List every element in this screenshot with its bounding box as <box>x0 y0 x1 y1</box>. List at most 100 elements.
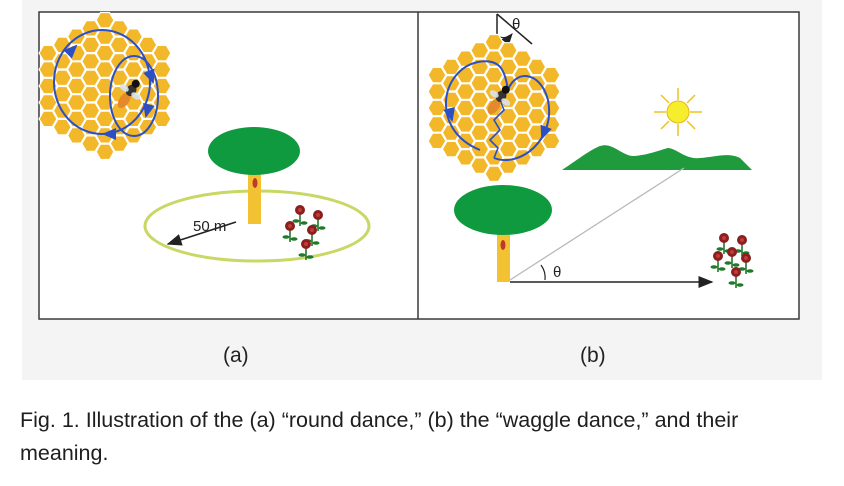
honeycomb-cell <box>95 61 115 78</box>
honeycomb-cell <box>441 140 461 158</box>
honeycomb-cell <box>66 44 87 62</box>
honeycomb-cell <box>95 11 115 29</box>
bee-icon <box>117 79 141 109</box>
tree-icon <box>208 127 300 224</box>
honeycomb-cell <box>427 83 447 100</box>
honeycomb-cell <box>470 107 490 125</box>
honeycomb-cell <box>95 110 115 128</box>
flower-cluster <box>282 205 326 260</box>
honeycomb-cell <box>470 91 490 109</box>
honeycomb-icon <box>427 33 561 183</box>
honeycomb-cell <box>123 61 144 78</box>
flower-cluster <box>710 233 754 288</box>
honeycomb-cell <box>81 135 101 152</box>
honeycomb-cell <box>512 132 533 150</box>
honeycomb-cell <box>52 85 72 103</box>
honeycomb-cell <box>512 66 533 84</box>
honeycomb-cell <box>527 75 547 92</box>
honeycomb-cell <box>152 61 172 78</box>
flower-icon <box>292 205 308 226</box>
figure-caption: Fig. 1. Illustration of the (a) “round d… <box>20 408 739 465</box>
honeycomb-cell <box>455 99 476 117</box>
honeycomb-cell <box>470 42 490 59</box>
honeycomb-cell <box>81 36 101 54</box>
flower-icon <box>282 221 298 242</box>
honeycomb-cell <box>66 110 87 128</box>
flower-icon <box>728 267 744 288</box>
honeycomb-cell <box>455 50 476 67</box>
honeycomb-cell <box>498 157 518 174</box>
panel-a: 50 m <box>38 11 371 263</box>
honeycomb-cell <box>66 94 87 111</box>
panel-b: θ <box>427 13 754 288</box>
honeycomb-cell <box>81 53 101 70</box>
honeycomb-cell <box>455 66 476 84</box>
honeycomb-cell <box>498 58 518 76</box>
honeycomb-cell <box>38 110 58 128</box>
honeycomb-cell <box>152 44 172 62</box>
honeycomb-cell <box>527 91 547 109</box>
honeycomb-cell <box>498 124 518 141</box>
honeycomb-cell <box>455 83 476 100</box>
honeycomb-cell <box>138 118 158 136</box>
honeycomb-cell <box>527 107 547 125</box>
honeycomb-cell <box>38 44 58 62</box>
honeycomb-cell <box>152 94 172 111</box>
honeycomb-cell <box>470 75 490 92</box>
honeycomb-cell <box>512 83 533 100</box>
honeycomb-cell <box>95 28 115 45</box>
honeycomb-cell <box>484 66 504 84</box>
honeycomb-cell <box>66 77 87 95</box>
angle-symbol-bottom: θ <box>553 264 561 281</box>
honeycomb-cell <box>541 99 561 117</box>
honeycomb-cell <box>38 77 58 95</box>
honeycomb-cell <box>498 107 518 125</box>
sun-direction-line <box>509 167 685 281</box>
honeycomb-cell <box>95 143 115 161</box>
honeycomb-cell <box>455 149 476 166</box>
honeycomb-cell <box>38 94 58 111</box>
flower-icon <box>710 251 726 272</box>
honeycomb-cell <box>484 50 504 67</box>
honeycomb-cell <box>541 66 561 84</box>
honeycomb-cell <box>541 132 561 150</box>
honeycomb-cell <box>470 124 490 141</box>
honeycomb-cell <box>441 124 461 141</box>
honeycomb-cell <box>138 36 158 54</box>
honeycomb-cell <box>512 99 533 117</box>
honeycomb-cell <box>109 53 129 70</box>
hills-icon <box>562 145 752 170</box>
honeycomb-cell <box>527 58 547 76</box>
angle-symbol-top: θ <box>512 16 520 33</box>
honeycomb-cell <box>52 118 72 136</box>
honeycomb-cell <box>455 116 476 133</box>
flower-icon <box>716 233 732 254</box>
honeycomb-cell <box>427 66 447 84</box>
honeycomb-cell <box>427 116 447 133</box>
honeycomb-cell <box>109 135 129 152</box>
honeycomb-cell <box>81 102 101 119</box>
flower-icon <box>298 239 314 260</box>
honeycomb-cell <box>38 61 58 78</box>
honeycomb-cell <box>66 127 87 144</box>
waggle-direction-line <box>496 13 533 45</box>
honeycomb-cell <box>484 165 504 183</box>
honeycomb-cell <box>484 33 504 51</box>
tree-icon <box>454 185 552 282</box>
honeycomb-cell <box>95 44 115 62</box>
sun-icon <box>654 88 702 136</box>
panel-label-a: (a) <box>223 344 249 367</box>
honeycomb-cell <box>427 99 447 117</box>
honeycomb-cell <box>66 61 87 78</box>
honeycomb-cell <box>427 132 447 150</box>
honeycomb-cell <box>512 50 533 67</box>
angle-arc-bottom <box>540 264 546 281</box>
honeycomb-cell <box>512 116 533 133</box>
round-dance-path <box>53 29 159 140</box>
honeycomb-cell <box>498 140 518 158</box>
honeycomb-cell <box>95 127 115 144</box>
honeycomb-cell <box>498 42 518 59</box>
panel-label-b: (b) <box>580 344 606 367</box>
honeycomb-cell <box>81 69 101 87</box>
